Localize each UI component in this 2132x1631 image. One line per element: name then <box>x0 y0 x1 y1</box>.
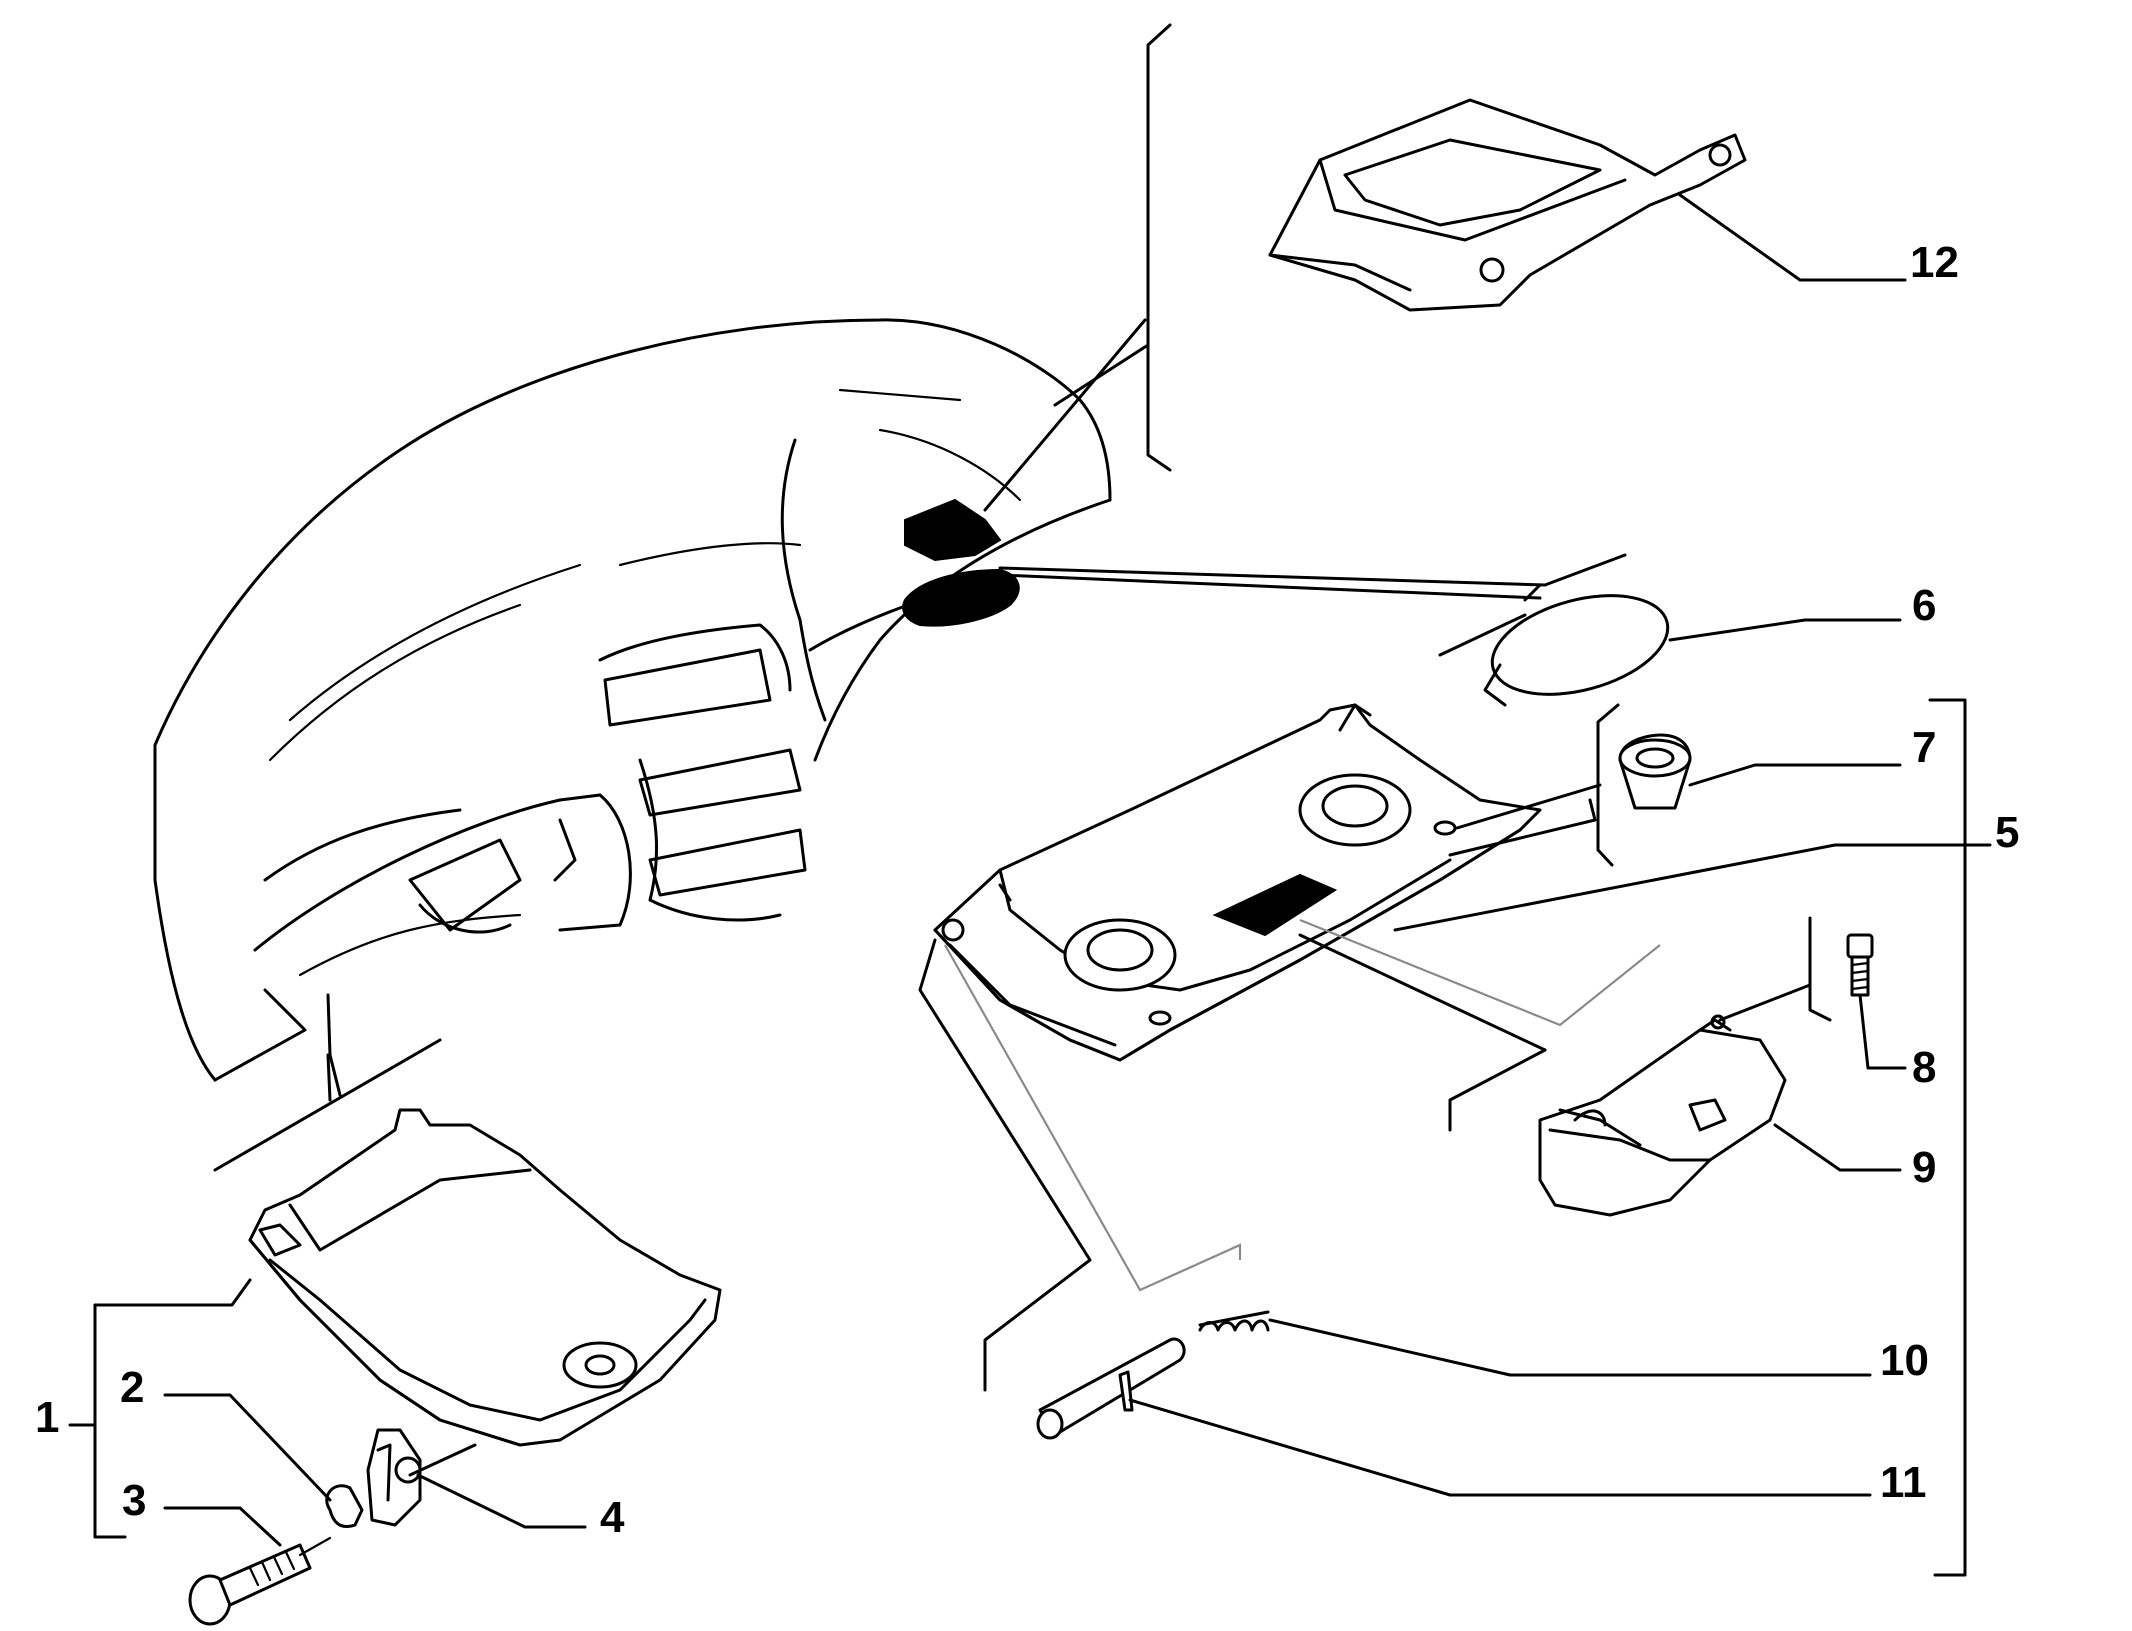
callout-label-9: 9 <box>1912 1143 1936 1192</box>
part-8-screw <box>1846 933 1874 997</box>
callout-label-7: 7 <box>1912 723 1936 772</box>
callout-leaders <box>68 193 1992 1577</box>
callout-label-11: 11 <box>1880 1458 1927 1507</box>
callout-label-4: 4 <box>600 1493 625 1542</box>
part-7-grommet <box>1618 733 1692 810</box>
callout-label-3: 3 <box>122 1476 146 1525</box>
callout-label-10: 10 <box>1880 1336 1929 1385</box>
callout-labels: 1 2 3 4 5 6 7 8 9 10 11 12 <box>35 238 2019 1542</box>
part-4-latch-plate <box>366 1428 422 1527</box>
callout-label-5: 5 <box>1995 808 2019 857</box>
bracket-upper <box>1146 23 1172 472</box>
part-5-glove-box <box>933 703 1542 1062</box>
part-2-clip <box>325 1484 364 1528</box>
part-11-pin <box>1036 1337 1186 1440</box>
callout-label-2: 2 <box>120 1363 144 1412</box>
speaker-mount-highlight <box>902 568 1020 627</box>
dashboard-assembly <box>153 318 1547 1097</box>
part-9-latch <box>1538 1014 1787 1217</box>
part-1-glove-box-door <box>248 1108 722 1447</box>
callout-label-6: 6 <box>1912 581 1936 630</box>
part-10-spring <box>1198 1310 1270 1332</box>
callout-label-12: 12 <box>1910 238 1959 287</box>
glovebox-mount-highlight <box>904 498 1002 562</box>
part-3-bolt <box>188 1536 332 1626</box>
part-6-speaker-grille <box>1483 583 1670 707</box>
callout-label-1: 1 <box>35 1393 59 1442</box>
part-12-support-bracket <box>1268 98 1747 312</box>
callout-label-8: 8 <box>1912 1043 1936 1092</box>
